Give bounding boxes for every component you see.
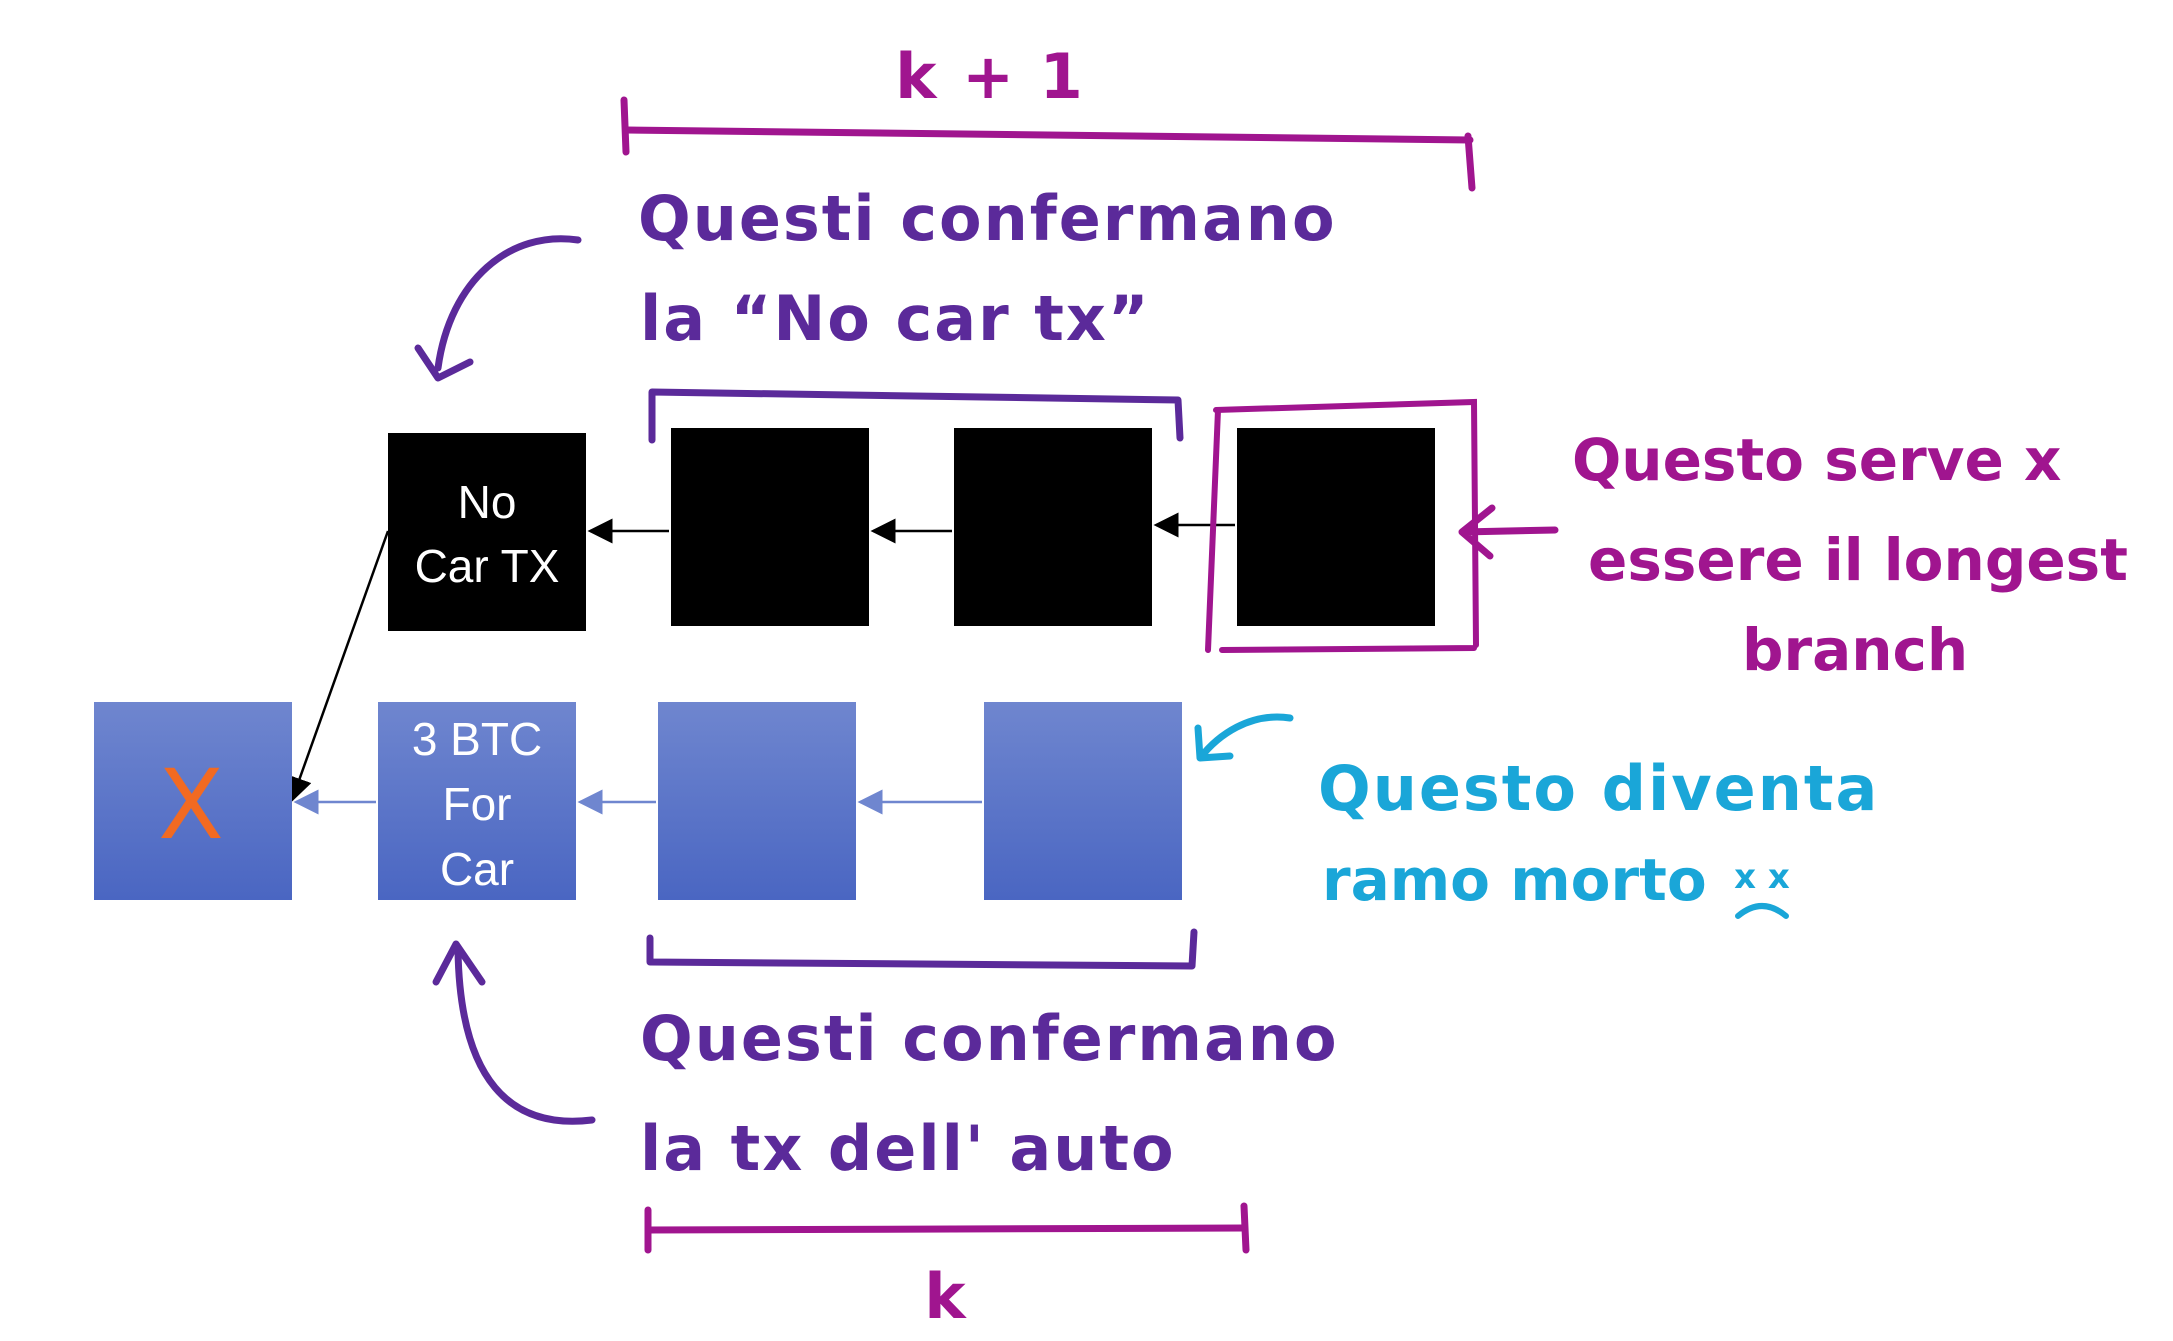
bottom-confirm-line1: Questi confermano (640, 1002, 1339, 1075)
bottom-confirm-line2: la tx dell' auto (640, 1112, 1176, 1185)
bottom-measure-label: k (924, 1260, 967, 1333)
longest-line2: essere il longest (1588, 526, 2128, 594)
bottom-chain: X 3 BTC For Car (94, 702, 1182, 900)
top-confirm-arrowhead (414, 344, 474, 382)
block-no-car-tx-line1: No (458, 476, 517, 528)
block-top-3 (954, 428, 1152, 626)
block-bottom-3 (658, 702, 856, 900)
block-top-2 (671, 428, 869, 626)
dead-branch-line2: ramo morto (1322, 846, 1707, 914)
top-confirm-line1: Questi confermano (638, 182, 1337, 255)
block-3btc-line3: Car (440, 843, 514, 895)
bottom-measure (644, 1202, 1250, 1254)
bottom-confirm-arrow (454, 946, 596, 1125)
top-confirm-bracket (648, 388, 1184, 444)
dead-branch-line1: Questo diventa (1318, 752, 1879, 825)
block-3-btc-for-car (378, 702, 576, 900)
longest-box (1205, 398, 1479, 653)
block-no-car-tx (388, 433, 586, 631)
bottom-confirm-bracket (646, 928, 1198, 970)
arrow-no-car-to-root (287, 530, 390, 803)
x-mark: X (158, 749, 224, 861)
top-confirm-arrow (434, 235, 582, 372)
block-root (94, 702, 292, 900)
block-no-car-tx-line2: Car TX (415, 540, 560, 592)
top-measure-label: k + 1 (895, 40, 1085, 113)
top-measure (620, 96, 1476, 192)
bottom-confirm-arrowhead (432, 940, 486, 986)
block-3btc-line1: 3 BTC (412, 713, 542, 765)
block-bottom-4 (984, 702, 1182, 900)
top-confirm-line2: la “No car tx” (640, 282, 1151, 355)
top-chain: No Car TX (287, 428, 1435, 803)
sad-face-eyes: x x (1734, 857, 1790, 897)
block-3btc-line2: For (443, 778, 512, 830)
dead-branch-arrow (1194, 713, 1294, 762)
longest-arrow (1458, 504, 1559, 560)
longest-line3: branch (1742, 616, 1968, 684)
block-top-4 (1237, 428, 1435, 626)
longest-line1: Questo serve x (1572, 426, 2061, 494)
sad-face-mouth (1735, 903, 1789, 919)
